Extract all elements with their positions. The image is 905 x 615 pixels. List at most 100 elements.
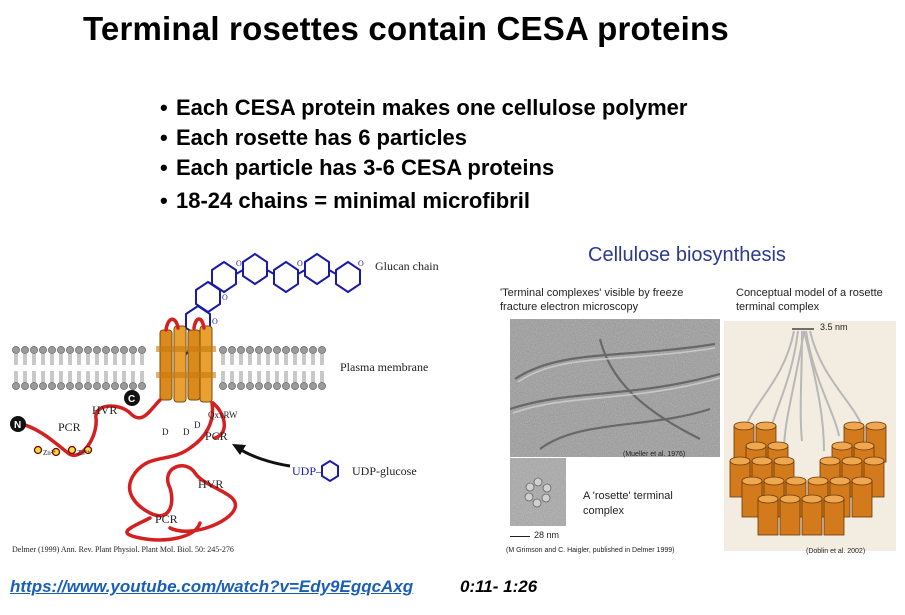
cesa-cylinder-top xyxy=(763,476,785,486)
doblin-citation: (Doblin et al. 2002) xyxy=(806,548,866,555)
zinc-label: Zn²⁺ xyxy=(77,449,91,457)
lipid-head xyxy=(102,382,110,390)
lipid-head xyxy=(30,382,38,390)
cesa-topology-diagram: O O O O O N C Glucan chain Plasma membra… xyxy=(10,252,439,554)
hvr-bottom-label: HVR xyxy=(198,477,223,491)
cesa-cylinder-top xyxy=(865,421,887,431)
lipid-tail xyxy=(104,371,108,382)
lipid-head xyxy=(138,346,146,354)
lipid-tail xyxy=(221,354,225,365)
lipid-head xyxy=(111,346,119,354)
transmembrane-helices xyxy=(156,325,216,403)
lipid-head xyxy=(237,382,245,390)
ring-oxygen-label: O xyxy=(297,259,303,268)
cesa-cylinder-top xyxy=(801,494,823,504)
cesa-cylinder xyxy=(823,498,845,536)
pcr-left-label: PCR xyxy=(58,420,81,434)
lipid-tail xyxy=(23,371,27,382)
lipid-head xyxy=(300,346,308,354)
cesa-cylinder-top xyxy=(779,494,801,504)
lipid-head xyxy=(57,346,65,354)
cesa-cylinder-top xyxy=(751,456,773,466)
lipid-tail xyxy=(284,371,288,382)
ring-oxygen-label: O xyxy=(358,259,364,268)
lipid-head xyxy=(273,346,281,354)
lipid-tail xyxy=(113,371,117,382)
rosette-label: A 'rosette' terminal complex xyxy=(583,490,673,517)
lipid-tail xyxy=(59,371,63,382)
lipid-tail xyxy=(275,354,279,365)
youtube-link[interactable]: https://www.youtube.com/watch?v=Edy9Egqc… xyxy=(10,577,414,596)
rosette-model-illustration xyxy=(724,321,896,551)
lipid-head xyxy=(39,346,47,354)
bullet-item: •Each particle has 3-6 CESA proteins xyxy=(160,155,555,180)
lipid-tail xyxy=(95,354,99,365)
lipid-head xyxy=(84,382,92,390)
lipid-tail xyxy=(59,354,63,365)
cesa-cylinder-top xyxy=(819,456,841,466)
lipid-head xyxy=(66,346,74,354)
lipid-head xyxy=(282,346,290,354)
lipid-head xyxy=(246,346,254,354)
lipid-tail xyxy=(248,371,252,382)
scale-bar-bottom xyxy=(510,536,530,537)
cesa-cylinder-top xyxy=(755,421,777,431)
cesa-cylinder-top xyxy=(773,456,795,466)
micrograph-caption: 'Terminal complexes' visible by freeze f… xyxy=(500,287,684,313)
ring-oxygen-label: O xyxy=(222,293,228,302)
qxxrw-label: QxxRW xyxy=(208,410,238,420)
lipid-head xyxy=(228,346,236,354)
lipid-head xyxy=(84,346,92,354)
cesa-cylinder xyxy=(757,498,779,536)
lipid-tail xyxy=(32,354,36,365)
lipid-head xyxy=(300,382,308,390)
cesa-cylinder-top xyxy=(853,441,875,451)
slide-title: Terminal rosettes contain CESA proteins xyxy=(83,10,729,47)
lipid-tail xyxy=(221,371,225,382)
lipid-tail xyxy=(50,371,54,382)
lipid-tail xyxy=(275,371,279,382)
udp-glucose-label: UDP-glucose xyxy=(352,464,417,478)
cesa-polypeptide xyxy=(16,317,238,542)
lipid-tail xyxy=(68,371,72,382)
bullet-list: •Each CESA protein makes one cellulose p… xyxy=(160,93,687,216)
cesa-cylinder-top xyxy=(729,456,751,466)
cesa-cylinder-top xyxy=(807,476,829,486)
lipid-tail xyxy=(113,354,117,365)
cesa-cylinder xyxy=(779,498,801,536)
n-terminus-marker xyxy=(10,416,26,432)
lipid-head xyxy=(309,382,317,390)
lipid-tail xyxy=(266,371,270,382)
lipid-head xyxy=(57,382,65,390)
lipid-tail xyxy=(230,354,234,365)
glucose-ring-icon xyxy=(321,459,339,483)
lipid-head xyxy=(111,382,119,390)
lipid-tail xyxy=(122,354,126,365)
lipid-head xyxy=(39,382,47,390)
lipid-head xyxy=(291,346,299,354)
lipid-tail xyxy=(257,371,261,382)
udp-arrow xyxy=(237,446,291,468)
lipid-head xyxy=(318,346,326,354)
cesa-cylinder-top xyxy=(741,476,763,486)
lipid-tail xyxy=(77,354,81,365)
rosette-micrograph xyxy=(510,458,566,526)
lipid-head xyxy=(21,382,29,390)
cesa-cylinder-top xyxy=(785,476,807,486)
cesa-cylinder-top xyxy=(757,494,779,504)
lipid-head xyxy=(255,346,263,354)
video-timestamp: 0:11- 1:26 xyxy=(460,577,538,596)
bullet-item: •18-24 chains = minimal microfibril xyxy=(160,188,530,213)
aspartate-label: D xyxy=(162,427,169,437)
lipid-head xyxy=(282,382,290,390)
lipid-head xyxy=(30,346,38,354)
lipid-tail xyxy=(140,354,144,365)
cellulose-fibrils xyxy=(743,330,865,452)
lipid-head xyxy=(318,382,326,390)
freeze-fracture-micrograph xyxy=(510,319,720,457)
lipid-tail xyxy=(68,354,72,365)
lipid-head xyxy=(120,382,128,390)
cesa-cylinder-top xyxy=(851,476,873,486)
lipid-tail xyxy=(320,354,324,365)
model-caption: Conceptual model of a rosette terminal c… xyxy=(736,287,883,313)
